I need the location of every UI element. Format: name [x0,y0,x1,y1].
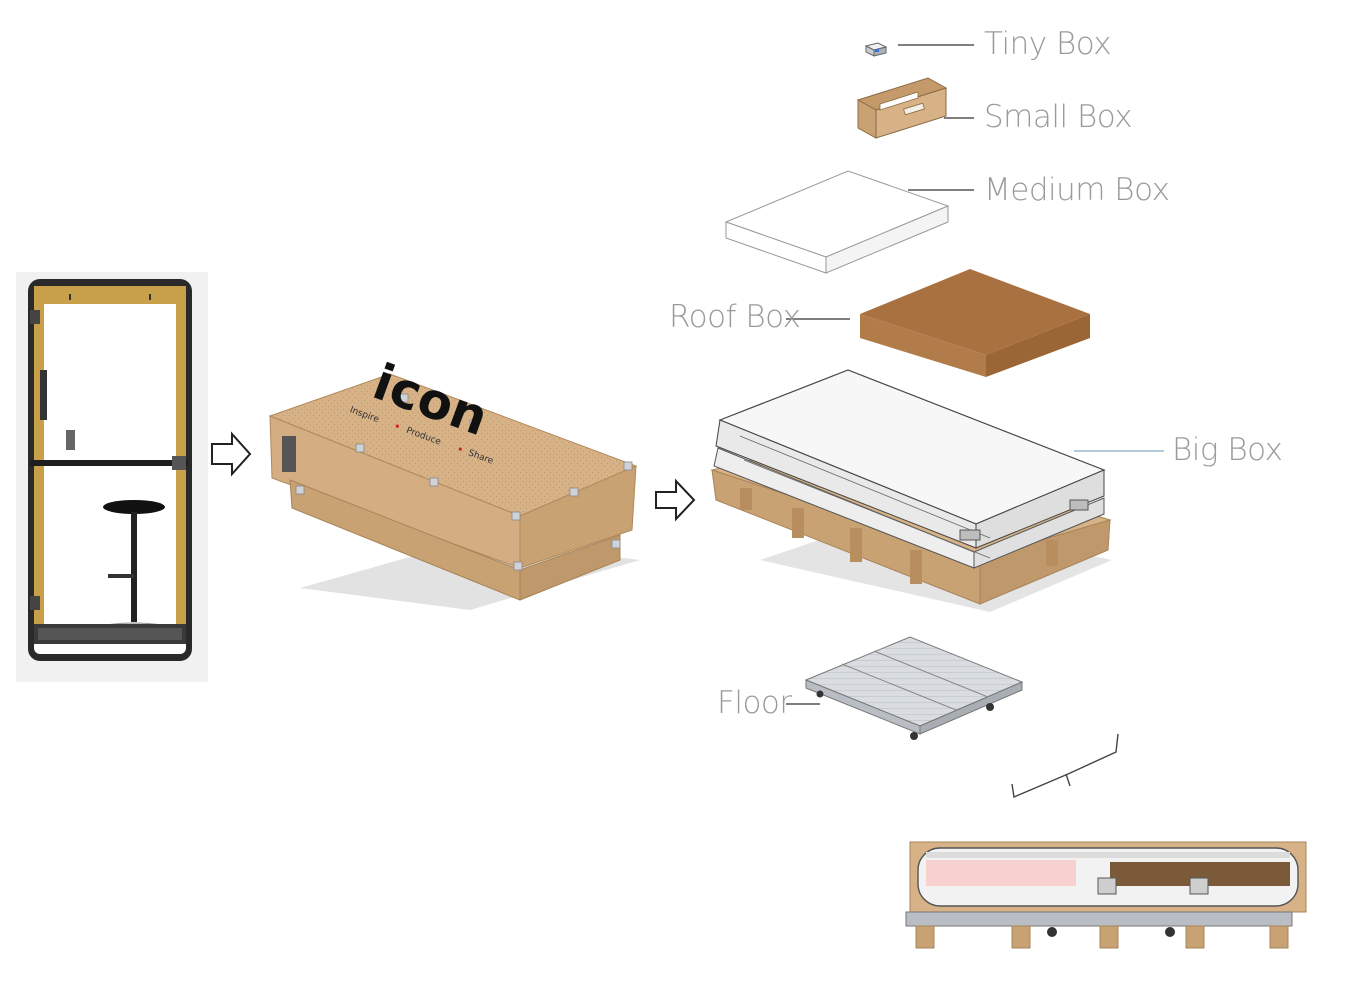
big-box-item [710,369,1164,612]
crate-cross-section [905,841,1307,949]
right-arrow-icon [211,431,252,477]
floor-item [786,636,1024,740]
medium-box-label: Medium Box [984,172,1170,208]
tiny-box-label: Tiny Box [984,26,1112,62]
medium-box-item [724,170,974,274]
floor-label: Floor [717,685,792,721]
detail-callout-brace [1011,733,1119,798]
small-box-item [856,77,974,139]
tagline-dot [395,424,399,428]
right-arrow-icon [655,478,696,522]
roof-box-label: Roof Box [669,299,801,335]
tagline-dot [458,447,462,451]
roof-box-item [786,269,1090,377]
small-box-label: Small Box [984,99,1133,135]
tiny-box-item [864,42,974,57]
phone-booth [16,272,208,682]
closed-crate: icon Inspire Produce Share [268,353,640,610]
big-box-label: Big Box [1172,432,1283,468]
